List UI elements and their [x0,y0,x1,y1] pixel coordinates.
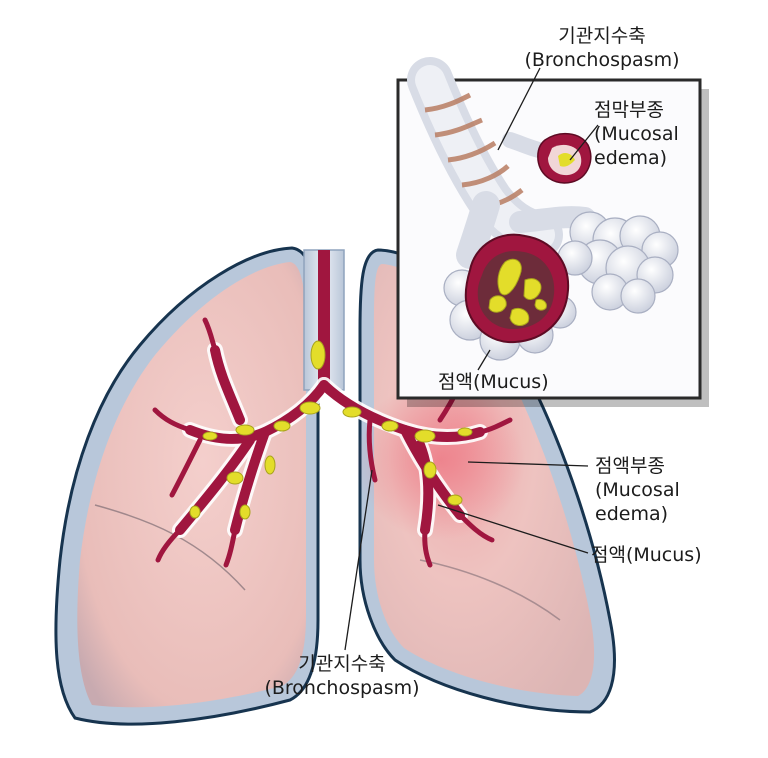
label-inset-edema-en1: (Mucosal [594,123,679,145]
label-right-edema-ko: 점액부종 [595,455,665,477]
label-bottom-bronchospasm: 기관지수축 (Bronchospasm) [252,652,432,700]
label-right-edema-en2: edema) [595,503,669,525]
label-right-edema: 점액부종 (Mucosal edema) [595,454,705,526]
inset-alveoli-healthy [557,211,679,314]
label-bottom-bronchospasm-ko: 기관지수축 [298,653,386,675]
label-inset-bronchospasm-en: (Bronchospasm) [524,49,680,71]
mucus-blobs [189,340,473,520]
inset-panel [396,57,709,407]
label-right-mucus: 점액(Mucus) [591,543,751,567]
left-lung-tissue [77,262,306,708]
label-inset-mucus-text: 점액(Mucus) [438,371,549,393]
label-inset-edema-ko: 점막부종 [594,99,664,121]
label-inset-edema-en2: edema) [594,147,668,169]
label-bottom-bronchospasm-en: (Bronchospasm) [264,677,420,699]
main-leader-lines [344,461,589,651]
inset-alveolus-edema [537,133,592,184]
label-right-mucus-text: 점액(Mucus) [591,544,702,566]
left-lung [54,246,320,726]
trachea [303,249,345,391]
label-inset-mucus: 점액(Mucus) [438,370,598,394]
label-inset-bronchospasm-ko: 기관지수축 [558,25,646,47]
inset-alveolus-mucus [443,233,577,361]
right-lung-fissure [419,559,561,621]
airway-tree [152,317,513,568]
label-inset-bronchospasm: 기관지수축 (Bronchospasm) [512,24,692,72]
label-right-edema-en1: (Mucosal [595,479,680,501]
inset-leader-lines [477,67,599,371]
label-inset-edema: 점막부종 (Mucosal edema) [594,98,699,170]
